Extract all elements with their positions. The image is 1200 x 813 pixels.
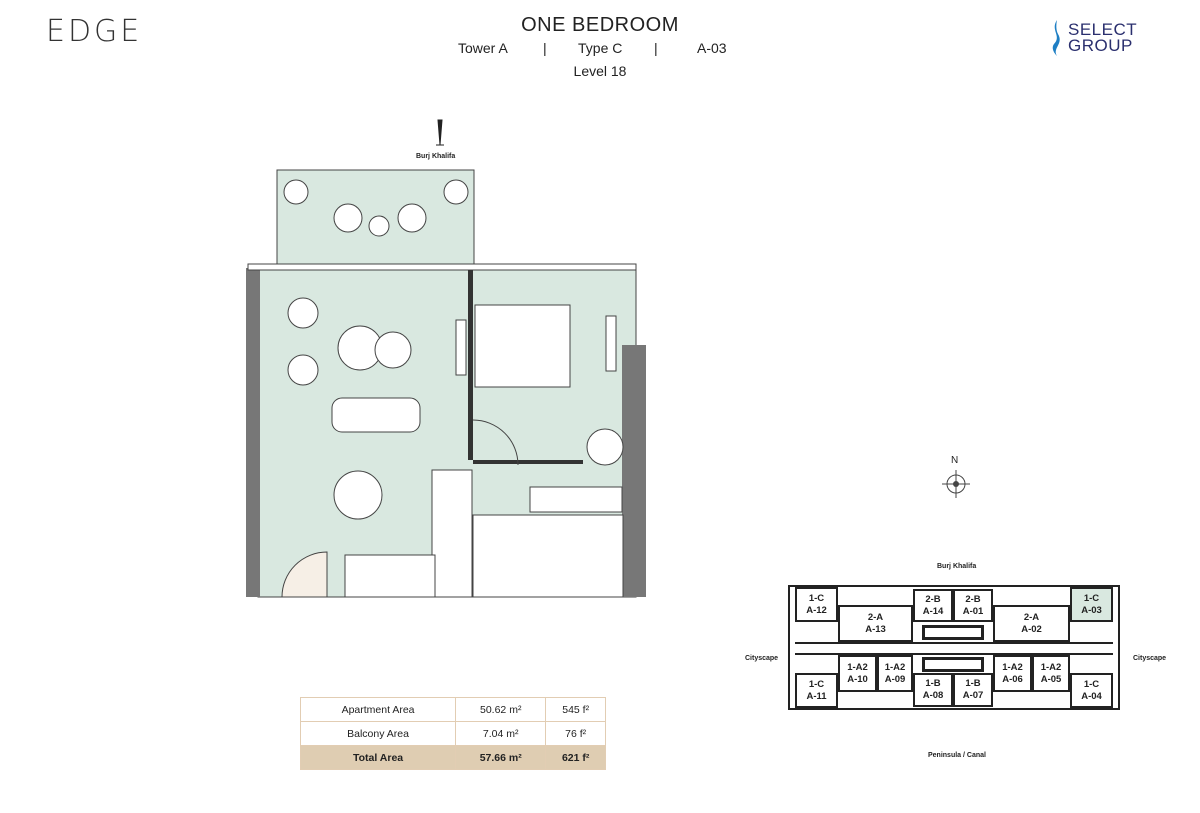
area-label: Total Area — [299, 745, 457, 770]
unit-id: A-06 — [1002, 673, 1023, 685]
burj-khalifa-icon — [436, 119, 444, 146]
unit-type: 1-A2 — [1040, 661, 1062, 673]
unit-id: A-05 — [1040, 673, 1062, 685]
separator: | — [654, 40, 658, 56]
edge-logo: EDGE — [46, 14, 143, 49]
unit-type: 1-C — [808, 678, 825, 690]
level-label: Level 18 — [573, 63, 627, 79]
dining-table — [333, 470, 383, 520]
area-sqft: 545 f² — [545, 697, 606, 722]
unit-id: A-02 — [1021, 623, 1042, 635]
area-sqm: 7.04 m² — [455, 721, 547, 746]
logo-line-2: GROUP — [1068, 36, 1133, 55]
unit-id: A-07 — [962, 690, 984, 701]
burj-khalifa-view: Burj Khalifa — [937, 563, 977, 570]
unit-type: 1-C — [1083, 678, 1100, 690]
area-sqm: 57.66 m² — [455, 745, 547, 770]
separator: | — [543, 40, 547, 56]
unit-id: A-01 — [962, 605, 984, 617]
bed — [474, 304, 571, 388]
unit-type: 1-C — [808, 592, 825, 604]
core — [922, 657, 984, 672]
north-label: N — [951, 455, 959, 466]
compass-icon — [942, 470, 970, 498]
area-sqft: 621 f² — [545, 745, 606, 770]
unit-id: A-09 — [884, 673, 906, 685]
unit-type: 2-B — [925, 593, 941, 605]
burj-khalifa-label: Burj Khalifa — [416, 153, 456, 160]
unit-id: A-11 — [806, 690, 827, 702]
area-sqm: 50.62 m² — [455, 697, 547, 722]
cityscape-view-right: Cityscape — [1133, 655, 1167, 662]
unit-id: A-13 — [865, 623, 886, 635]
area-sqft: 76 f² — [545, 721, 606, 746]
unit-id: A-14 — [922, 605, 944, 617]
type-label: Type C — [578, 40, 623, 56]
kitchen — [431, 469, 473, 598]
unit-type: 1-C — [1083, 592, 1100, 604]
sofa — [331, 397, 421, 433]
unit-label: A-03 — [697, 40, 727, 56]
unit-id: A-08 — [922, 690, 944, 701]
area-label: Balcony Area — [299, 721, 457, 746]
core — [922, 625, 984, 640]
kitchen-counter — [344, 554, 436, 598]
cityscape-view-left: Cityscape — [745, 655, 779, 662]
tower-label: Tower A — [458, 40, 508, 56]
page-title: ONE BEDROOM — [521, 14, 679, 36]
bathroom — [472, 514, 624, 598]
unit-id: A-12 — [806, 604, 827, 616]
unit-id: A-10 — [847, 673, 868, 685]
east-wall — [622, 345, 646, 597]
unit-type: 2-B — [965, 593, 981, 605]
logo-line-1: SELECT — [1068, 20, 1138, 39]
unit-type: 2-A — [867, 611, 884, 623]
unit-id: A-04 — [1081, 690, 1102, 702]
unit-type: 1-A2 — [1002, 661, 1023, 673]
peninsula-canal-view: Peninsula / Canal — [928, 752, 986, 759]
unit-id: A-03 — [1081, 604, 1102, 616]
unit-type: 2-A — [1023, 611, 1040, 623]
west-wall — [246, 268, 260, 597]
unit-type: 1-B — [925, 678, 941, 689]
flame-icon — [1052, 20, 1060, 56]
corridor — [795, 642, 1113, 655]
unit-type: 1-B — [965, 678, 981, 689]
area-label: Apartment Area — [299, 697, 457, 722]
partition-wall — [468, 270, 473, 460]
facade — [247, 263, 637, 271]
unit-type: 1-A2 — [847, 661, 868, 673]
unit-type: 1-A2 — [884, 661, 906, 673]
entry-door — [281, 551, 328, 598]
wardrobe — [529, 486, 623, 513]
